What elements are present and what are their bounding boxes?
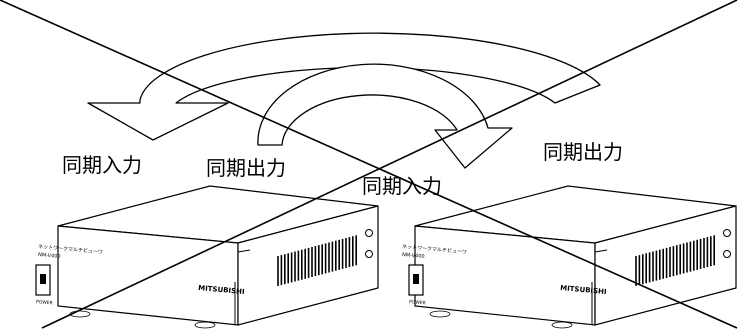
device-right: ネットワークマルチビューワ NM-V400 POWER MITSUBISHI: [402, 185, 737, 329]
device-model: NM-V400: [402, 252, 425, 260]
device-left: ネットワークマルチビューワ NM-V400 POWER MITSUBISHI: [35, 185, 379, 329]
power-label: POWER: [409, 299, 426, 306]
label-sync-output-left: 同期出力: [206, 156, 286, 180]
label-sync-output-right: 同期出力: [543, 140, 623, 164]
curved-arrow-left-icon: [87, 32, 601, 141]
label-sync-input-center: 同期入力: [362, 174, 442, 198]
power-label: POWER: [36, 299, 53, 306]
label-sync-input-left: 同期入力: [62, 153, 142, 177]
vent-grille: [635, 235, 716, 286]
vent-grille: [277, 235, 358, 286]
device-model: NM-V400: [38, 252, 61, 260]
curved-arrow-right-icon: [257, 63, 513, 169]
